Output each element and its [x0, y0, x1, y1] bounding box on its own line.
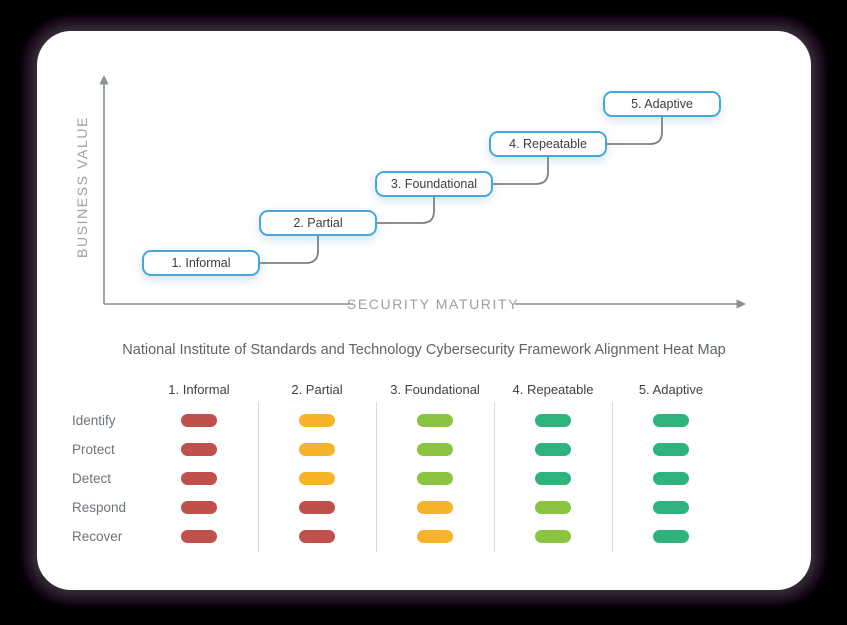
heat-cell — [140, 406, 258, 435]
heat-pill — [181, 443, 217, 456]
heat-cell — [376, 493, 494, 522]
heat-pill — [299, 501, 335, 514]
heat-cell — [376, 464, 494, 493]
maturity-level-box-partial: 2. Partial — [259, 210, 377, 236]
heat-cell — [494, 435, 612, 464]
heatmap-grid: 1. Informal 2. Partial 3. Foundational 4… — [72, 372, 730, 552]
heatmap-col-header-foundational: 3. Foundational — [390, 381, 480, 397]
heat-cell — [494, 522, 612, 551]
maturity-level-box-foundational: 3. Foundational — [375, 171, 493, 197]
heat-cell — [258, 464, 376, 493]
heatmap-row-label-protect: Protect — [72, 442, 115, 457]
heat-pill — [653, 443, 689, 456]
x-axis-arrow-icon — [736, 299, 746, 309]
heat-cell — [494, 406, 612, 435]
y-axis-arrow-icon — [99, 75, 109, 85]
heat-pill — [653, 472, 689, 485]
heat-pill — [417, 443, 453, 456]
heat-cell — [258, 406, 376, 435]
heat-pill — [653, 501, 689, 514]
heat-cell — [376, 406, 494, 435]
heatmap-col-header-adaptive: 5. Adaptive — [638, 381, 704, 397]
heat-cell — [376, 435, 494, 464]
heatmap-col-header-repeatable: 4. Repeatable — [512, 381, 594, 397]
axes-and-connectors — [99, 75, 746, 309]
heat-cell — [140, 464, 258, 493]
connector-1-2 — [260, 236, 319, 264]
column-divider — [258, 402, 259, 552]
heat-pill — [653, 414, 689, 427]
heat-pill — [299, 472, 335, 485]
heat-cell — [258, 493, 376, 522]
maturity-level-box-adaptive: 5. Adaptive — [603, 91, 721, 117]
heat-cell — [612, 493, 730, 522]
heat-cell — [376, 522, 494, 551]
heat-pill — [417, 414, 453, 427]
heat-cell — [612, 522, 730, 551]
heat-pill — [299, 530, 335, 543]
heat-pill — [417, 472, 453, 485]
y-axis-label: BUSINESS VALUE — [74, 116, 90, 258]
heatmap-col-header-partial: 2. Partial — [291, 381, 343, 397]
heat-cell — [612, 464, 730, 493]
connector-4-5 — [607, 117, 663, 145]
heat-cell — [140, 435, 258, 464]
heatmap-corner-spacer — [72, 372, 140, 406]
heat-pill — [535, 414, 571, 427]
heatmap-col-header-informal: 1. Informal — [168, 381, 230, 397]
heat-pill — [181, 530, 217, 543]
heat-pill — [535, 501, 571, 514]
heat-cell — [140, 493, 258, 522]
heat-cell — [494, 464, 612, 493]
heat-cell — [612, 435, 730, 464]
heatmap-row-label-identify: Identify — [72, 413, 116, 428]
heatmap-title: National Institute of Standards and Tech… — [122, 342, 726, 358]
heat-pill — [299, 414, 335, 427]
heatmap-row-label-detect: Detect — [72, 471, 112, 486]
heat-cell — [140, 522, 258, 551]
connector-2-3 — [377, 197, 435, 224]
infographic-card: BUSINESS VALUE SECURITY MATURITY 1. Info… — [37, 31, 811, 590]
heat-cell — [258, 522, 376, 551]
heat-pill — [417, 501, 453, 514]
heat-cell — [494, 493, 612, 522]
column-divider — [376, 402, 377, 552]
heat-pill — [181, 472, 217, 485]
x-axis-label: SECURITY MATURITY — [346, 296, 520, 312]
heat-pill — [181, 414, 217, 427]
heat-pill — [653, 530, 689, 543]
heat-pill — [299, 443, 335, 456]
heat-pill — [181, 501, 217, 514]
heat-cell — [612, 406, 730, 435]
heat-pill — [417, 530, 453, 543]
heatmap-row-label-recover: Recover — [72, 529, 123, 544]
maturity-level-box-informal: 1. Informal — [142, 250, 260, 276]
column-divider — [494, 402, 495, 552]
heat-pill — [535, 530, 571, 543]
connector-3-4 — [493, 157, 549, 185]
heatmap-row-label-respond: Respond — [72, 500, 127, 515]
maturity-level-box-repeatable: 4. Repeatable — [489, 131, 607, 157]
heat-pill — [535, 443, 571, 456]
heat-cell — [258, 435, 376, 464]
column-divider — [612, 402, 613, 552]
maturity-stair-chart: BUSINESS VALUE SECURITY MATURITY 1. Info… — [37, 31, 811, 331]
heat-pill — [535, 472, 571, 485]
